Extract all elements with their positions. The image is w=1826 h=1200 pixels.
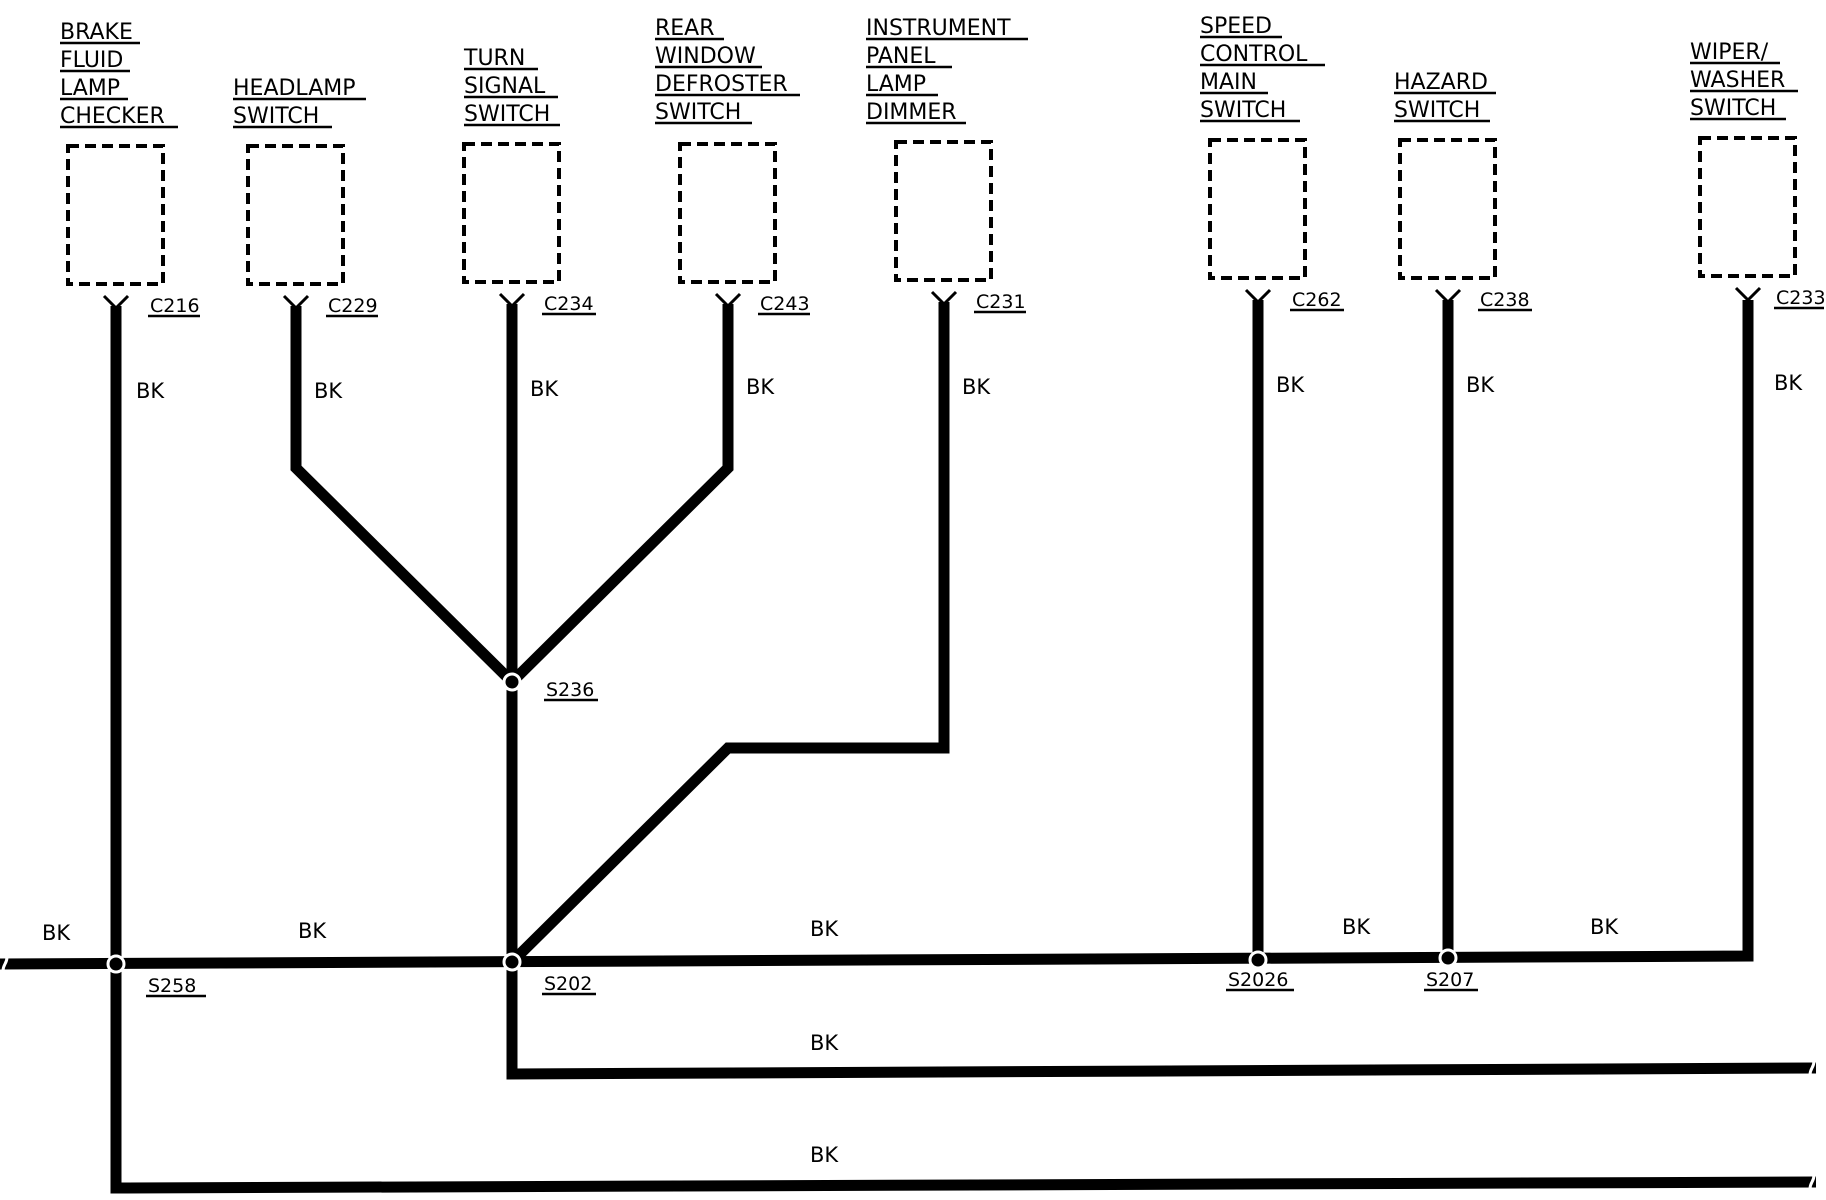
label-line: MAIN bbox=[1200, 70, 1257, 95]
wire-color-label: BK bbox=[1590, 915, 1619, 939]
connector-label-c216: C216 bbox=[150, 295, 200, 317]
wire-color-label: BK bbox=[1774, 371, 1803, 395]
continuation-mark-left bbox=[1, 949, 9, 979]
label-turn-signal-switch: TURN SIGNAL SWITCH bbox=[463, 46, 560, 127]
label-line: BRAKE bbox=[60, 20, 133, 45]
wire-c231-s202 bbox=[508, 302, 950, 966]
splice-label-s236: S236 bbox=[546, 679, 594, 701]
label-line: DEFROSTER bbox=[655, 72, 788, 97]
splice-label-s207: S207 bbox=[1426, 969, 1474, 991]
label-line: WINDOW bbox=[655, 44, 756, 69]
label-line: SWITCH bbox=[1394, 98, 1480, 123]
label-line: REAR bbox=[655, 16, 715, 41]
label-line: DIMMER bbox=[866, 100, 957, 125]
wire-color-label: BK bbox=[314, 379, 343, 403]
label-line: SWITCH bbox=[655, 100, 741, 125]
continuation-mark-right-upper bbox=[1808, 1053, 1816, 1083]
wire-color-label: BK bbox=[1466, 373, 1495, 397]
wires bbox=[0, 300, 1817, 1194]
continuation-marks bbox=[1, 949, 1816, 1197]
splice-dot-s207 bbox=[1438, 948, 1458, 968]
connector-label-c243: C243 bbox=[760, 293, 810, 315]
label-line: SWITCH bbox=[1200, 98, 1286, 123]
wire-color-label: BK bbox=[810, 917, 839, 941]
connector-label-c262: C262 bbox=[1292, 289, 1342, 311]
label-line: CHECKER bbox=[60, 104, 165, 129]
component-box-instrument-panel-lamp-dimmer bbox=[894, 140, 993, 282]
label-line: FLUID bbox=[60, 48, 123, 73]
wire-main-bus bbox=[0, 300, 1754, 970]
connector-label-c231: C231 bbox=[976, 291, 1026, 313]
splice-labels: S236 S258 S202 S2026 S207 bbox=[146, 679, 1478, 998]
component-box-turn-signal-switch bbox=[462, 142, 561, 284]
wire-color-label: BK bbox=[136, 379, 165, 403]
wire-c216-bottom bbox=[110, 306, 1817, 1194]
component-box-rear-window-defroster-switch bbox=[678, 142, 777, 284]
connector-label-c229: C229 bbox=[328, 295, 378, 317]
label-speed-control-main-switch: SPEED CONTROL MAIN SWITCH bbox=[1200, 14, 1325, 123]
wire-c229-s236 bbox=[290, 306, 516, 686]
wire-color-label: BK bbox=[530, 377, 559, 401]
wire-color-labels: BK BK BK BK BK BK BK BK BK BK BK BK BK B… bbox=[42, 371, 1803, 1167]
label-line: SWITCH bbox=[233, 104, 319, 129]
label-brake-fluid-lamp-checker: BRAKE FLUID LAMP CHECKER bbox=[60, 20, 178, 129]
label-line: PANEL bbox=[866, 44, 936, 69]
continuation-mark-right-lower bbox=[1808, 1167, 1816, 1197]
splice-dots bbox=[106, 672, 1458, 974]
label-line: SIGNAL bbox=[464, 74, 546, 99]
splice-dot-s258 bbox=[106, 954, 126, 974]
label-rear-window-defroster-switch: REAR WINDOW DEFROSTER SWITCH bbox=[655, 16, 800, 125]
wire-color-label: BK bbox=[962, 375, 991, 399]
splice-dot-s202 bbox=[502, 952, 522, 972]
label-line: HEADLAMP bbox=[233, 76, 356, 101]
label-line: WIPER/ bbox=[1690, 40, 1769, 65]
label-line: WASHER bbox=[1690, 68, 1785, 93]
splice-dot-s236 bbox=[502, 672, 522, 692]
component-box-headlamp-switch bbox=[246, 144, 345, 286]
wire-c243-s236 bbox=[508, 304, 734, 686]
connector-label-c238: C238 bbox=[1480, 289, 1530, 311]
component-box-wiper-washer-switch bbox=[1698, 136, 1797, 278]
label-line: LAMP bbox=[60, 76, 120, 101]
label-wiper-washer-switch: WIPER/ WASHER SWITCH bbox=[1690, 40, 1798, 121]
connector-label-c234: C234 bbox=[544, 293, 594, 315]
label-headlamp-switch: HEADLAMP SWITCH bbox=[233, 76, 366, 129]
label-line: SWITCH bbox=[464, 102, 550, 127]
label-line: SPEED bbox=[1200, 14, 1272, 39]
connector-symbol bbox=[1734, 286, 1762, 303]
splice-label-s258: S258 bbox=[148, 975, 196, 997]
label-hazard-switch: HAZARD SWITCH bbox=[1394, 70, 1496, 123]
label-line: HAZARD bbox=[1394, 70, 1488, 95]
wire-color-label: BK bbox=[810, 1143, 839, 1167]
splice-dot-s2026 bbox=[1248, 950, 1268, 970]
component-box-brake-fluid-lamp-checker bbox=[66, 144, 165, 286]
wire-c234-s202-branch bbox=[506, 304, 1817, 1080]
wire-color-label: BK bbox=[298, 919, 327, 943]
label-line: SWITCH bbox=[1690, 96, 1776, 121]
wire-color-label: BK bbox=[1342, 915, 1371, 939]
wire-color-label: BK bbox=[1276, 373, 1305, 397]
connector-label-c233: C233 bbox=[1776, 287, 1826, 309]
wire-color-label: BK bbox=[42, 921, 71, 945]
label-instrument-panel-lamp-dimmer: INSTRUMENT PANEL LAMP DIMMER bbox=[866, 16, 1028, 125]
wire-color-label: BK bbox=[810, 1031, 839, 1055]
label-line: TURN bbox=[463, 46, 525, 71]
splice-label-s202: S202 bbox=[544, 973, 592, 995]
component-box-hazard-switch bbox=[1398, 138, 1497, 280]
label-line: CONTROL bbox=[1200, 42, 1308, 67]
wire-color-label: BK bbox=[746, 375, 775, 399]
component-box-speed-control-main-switch bbox=[1208, 138, 1307, 280]
label-line: INSTRUMENT bbox=[866, 16, 1011, 41]
label-line: LAMP bbox=[866, 72, 926, 97]
connector-labels: C216 C229 C234 C243 C231 C262 C238 C233 bbox=[148, 287, 1826, 318]
splice-label-s2026: S2026 bbox=[1228, 969, 1288, 991]
